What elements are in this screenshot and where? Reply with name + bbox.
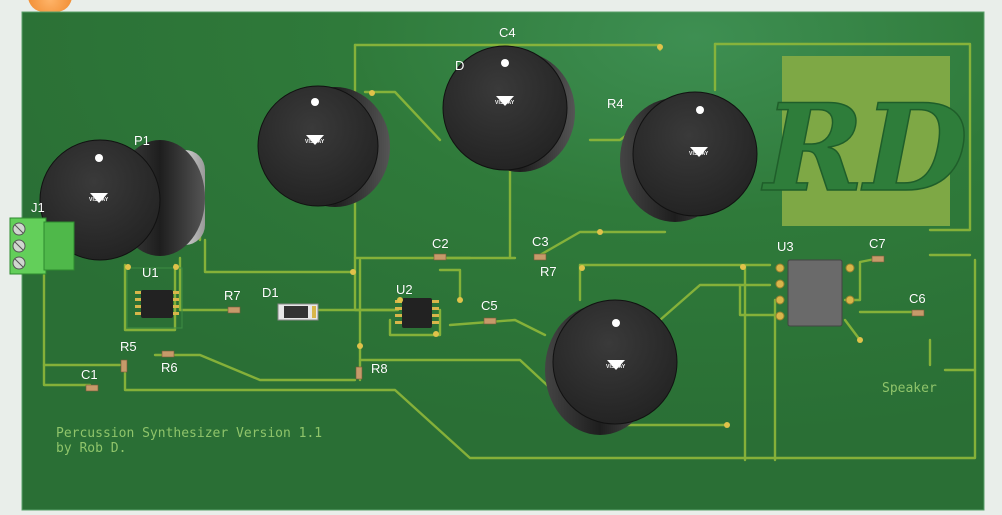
diode-d1[interactable] (277, 303, 319, 321)
knob-brand-3: VISHAY (495, 100, 515, 106)
vishay-logo-icon (607, 360, 625, 370)
potentiometer-r4[interactable] (620, 91, 758, 222)
vishay-logo-icon (306, 135, 324, 145)
corner-indicator (28, 0, 72, 12)
label-d1: D1 (262, 285, 279, 300)
capacitor-c7 (871, 255, 885, 263)
vias (125, 44, 863, 428)
capacitor-c3 (533, 253, 547, 261)
label-c6: C6 (909, 291, 926, 306)
label-p1: P1 (134, 133, 150, 148)
label-d-partial: D (455, 58, 465, 73)
label-c5: C5 (481, 298, 498, 313)
vishay-logo-icon (90, 193, 108, 203)
label-r7b: R7 (540, 264, 557, 279)
label-r7a: R7 (224, 288, 241, 303)
rd-logo-text: RD (761, 78, 968, 219)
rd-logo: RD (760, 56, 969, 226)
title-line-1: Percussion Synthesizer Version 1.1 (56, 426, 323, 441)
knob-indicator-dot (95, 154, 103, 162)
label-u3: U3 (777, 239, 794, 254)
knob-brand-p1: VISHAY (89, 197, 109, 203)
label-u2: U2 (396, 282, 413, 297)
capacitor-c2 (433, 253, 447, 261)
knob-brand-5: VISHAY (606, 364, 626, 370)
knob-indicator-dot (696, 106, 704, 114)
label-c4: C4 (499, 25, 516, 40)
passive-components (85, 253, 925, 392)
label-c2: C2 (432, 236, 449, 251)
label-c7: C7 (869, 236, 886, 251)
label-j1: J1 (31, 200, 45, 215)
vishay-logo-icon (690, 147, 708, 157)
label-c1: C1 (81, 367, 98, 382)
resistor-r6 (161, 350, 175, 358)
resistor-r5 (120, 359, 128, 373)
label-r6: R6 (161, 360, 178, 375)
label-r8: R8 (371, 361, 388, 376)
resistor-r7a (227, 306, 241, 314)
knob-brand-4: VISHAY (689, 151, 709, 157)
label-r5: R5 (120, 339, 137, 354)
speaker-label: Speaker (882, 381, 937, 396)
terminal-block-j1[interactable] (9, 217, 75, 275)
knob-indicator-dot (501, 59, 509, 67)
title-line-2: by Rob D. (56, 441, 127, 456)
knob-brand-2: VISHAY (305, 139, 325, 145)
capacitor-c1 (85, 384, 99, 392)
potentiometer-3[interactable] (442, 45, 575, 172)
label-r4: R4 (607, 96, 624, 111)
potentiometer-2[interactable] (257, 85, 390, 207)
copper-traces (42, 42, 977, 462)
resistor-r8 (355, 366, 363, 380)
chip-u3[interactable] (775, 259, 855, 327)
label-u1: U1 (142, 265, 159, 280)
knob-indicator-dot (612, 319, 620, 327)
capacitor-c6 (911, 309, 925, 317)
capacitor-c5 (483, 317, 497, 325)
chip-u1[interactable] (126, 267, 183, 329)
potentiometer-5[interactable] (545, 299, 678, 435)
vishay-logo-icon (496, 96, 514, 106)
label-c3: C3 (532, 234, 549, 249)
knob-indicator-dot (311, 98, 319, 106)
